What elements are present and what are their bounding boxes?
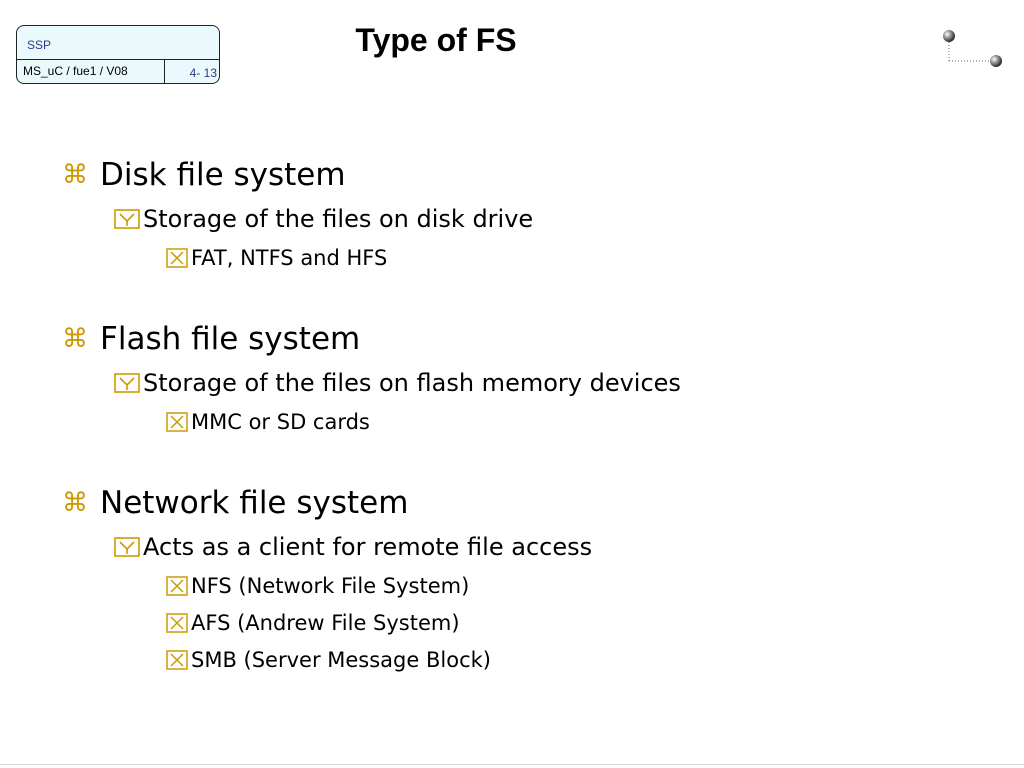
- footer-divider: [0, 764, 1024, 765]
- command-key-icon: ⌘: [62, 160, 88, 190]
- cross-box-icon: [166, 650, 188, 670]
- check-box-icon: [114, 209, 140, 229]
- sub-bullet-network-client: Acts as a client for remote file access: [114, 533, 592, 561]
- check-box-icon: [114, 373, 140, 393]
- sub-bullet-flash-storage: Storage of the files on flash memory dev…: [114, 369, 681, 397]
- check-box-icon: [114, 537, 140, 557]
- sub-bullet-text: Storage of the files on flash memory dev…: [143, 369, 681, 397]
- command-key-icon: ⌘: [62, 324, 88, 354]
- command-key-icon: ⌘: [62, 488, 88, 518]
- bullet-network-file-system: ⌘ Network file system: [62, 485, 408, 521]
- detail-text: FAT, NTFS and HFS: [191, 246, 388, 270]
- detail-text: MMC or SD cards: [191, 410, 370, 434]
- org-label: SSP: [17, 26, 219, 60]
- cross-box-icon: [166, 576, 188, 596]
- course-label: MS_uC / fue1 / V08: [17, 60, 165, 83]
- bullet-flash-file-system: ⌘ Flash file system: [62, 321, 360, 357]
- detail-item-fat: FAT, NTFS and HFS: [166, 246, 387, 270]
- bullet-text: Disk file system: [100, 157, 346, 193]
- page-number: 4- 13: [189, 66, 217, 80]
- header-info-row: MS_uC / fue1 / V08 4- 13: [17, 60, 219, 83]
- connector-decoration-icon: [943, 30, 1002, 67]
- sub-bullet-disk-storage: Storage of the files on disk drive: [114, 205, 533, 233]
- detail-text: NFS (Network File System): [191, 574, 470, 598]
- detail-item-nfs: NFS (Network File System): [166, 574, 469, 598]
- bullet-text: Flash file system: [100, 321, 361, 357]
- slide-title: Type of FS: [355, 22, 517, 58]
- header-box: SSP MS_uC / fue1 / V08 4- 13: [16, 25, 220, 84]
- detail-item-afs: AFS (Andrew File System): [166, 611, 460, 635]
- detail-text: SMB (Server Message Block): [191, 648, 491, 672]
- detail-item-mmc: MMC or SD cards: [166, 410, 370, 434]
- bullet-disk-file-system: ⌘ Disk file system: [62, 157, 346, 193]
- cross-box-icon: [166, 248, 188, 268]
- cross-box-icon: [166, 412, 188, 432]
- detail-item-smb: SMB (Server Message Block): [166, 648, 491, 672]
- bullet-text: Network file system: [100, 485, 409, 521]
- sub-bullet-text: Storage of the files on disk drive: [143, 205, 534, 233]
- cross-box-icon: [166, 613, 188, 633]
- sub-bullet-text: Acts as a client for remote file access: [143, 533, 593, 561]
- detail-text: AFS (Andrew File System): [191, 611, 460, 635]
